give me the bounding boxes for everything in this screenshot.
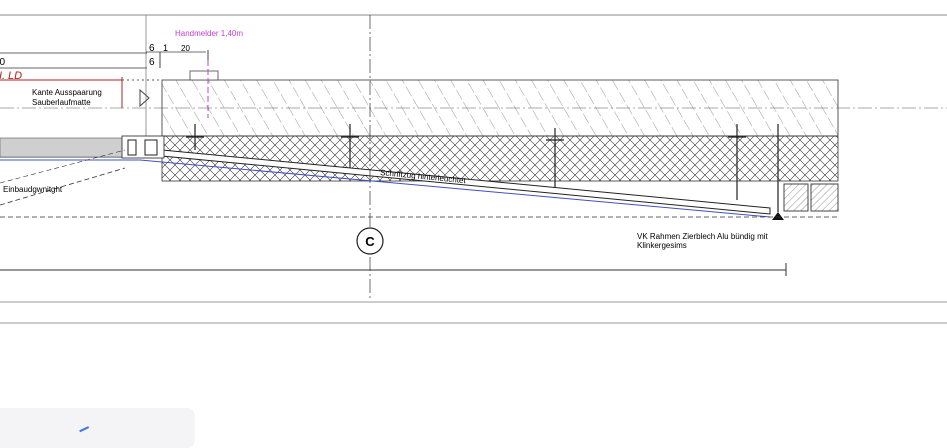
dim-label: 6 [149, 57, 155, 68]
vk-label: VK Rahmen Zierblech Alu bündig mit [637, 232, 769, 241]
level-marker-icon [772, 212, 784, 220]
tool-panel[interactable] [0, 408, 195, 448]
insulation-hatch [161, 135, 839, 182]
klinker-block [810, 183, 839, 212]
vk-label: Klinkergesims [637, 241, 687, 250]
dim-label: 1 [163, 43, 168, 53]
kante-label: Kante Ausspaarung [32, 88, 102, 97]
pen-icon[interactable] [79, 426, 91, 436]
cad-drawing: Handmelder 1,40m 6 1 20 6 50 H. LD Kante… [0, 14, 947, 324]
dim-label: 20 [181, 44, 190, 53]
dim-label: 50 [0, 57, 6, 68]
ld-label: H. LD [0, 70, 22, 82]
dim-label: 6 [149, 43, 155, 54]
handmelder-label: Handmelder 1,40m [175, 29, 243, 38]
section-marker-c [356, 227, 384, 255]
klinker-block [783, 183, 809, 212]
kante-label: Sauberlaufmatte [32, 98, 91, 107]
floor-slab [0, 137, 126, 158]
section-marker-label: C [365, 234, 375, 249]
blue-finish-line [0, 159, 771, 218]
hangers [186, 124, 779, 212]
einbau-label: Einbaudgwnitght [3, 185, 63, 194]
door-profile [121, 135, 165, 159]
